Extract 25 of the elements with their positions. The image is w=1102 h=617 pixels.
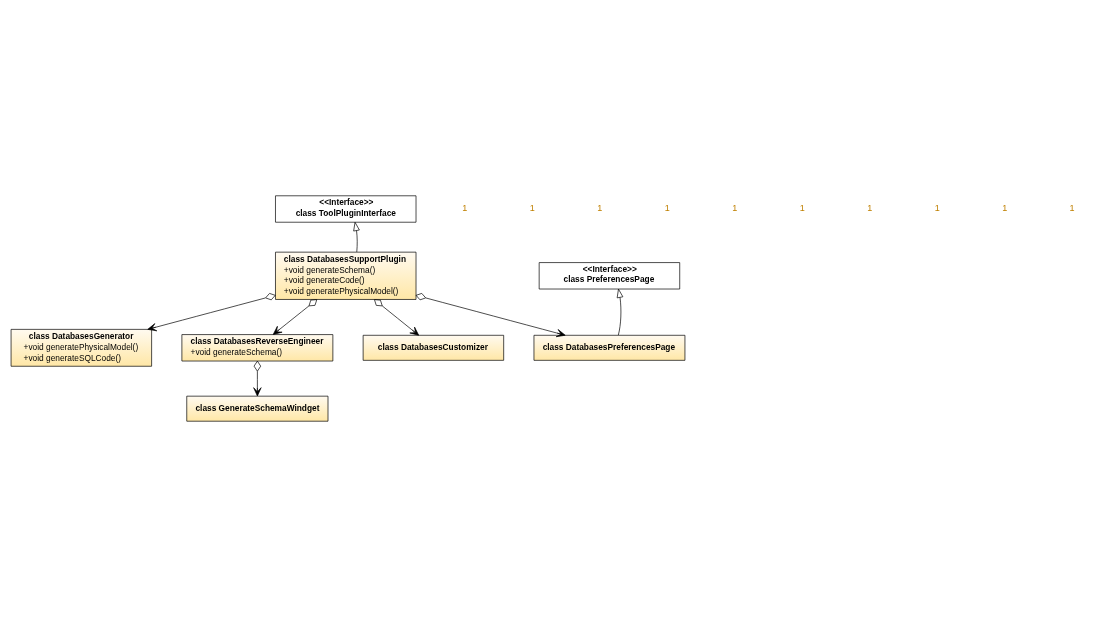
arrow	[415, 293, 566, 338]
label: 1	[934, 203, 940, 214]
label: 1	[462, 203, 468, 214]
label: 1	[799, 203, 805, 214]
node-box: class DatabasesCustomizer	[362, 334, 505, 361]
node-box: <<Interface>> class PreferencesPage	[538, 262, 681, 290]
node-box: class DatabasesReverseEngineer +void generateSchema()	[181, 334, 334, 362]
label: 1	[1002, 203, 1008, 214]
node-box: class GenerateSchemaWindget	[186, 395, 329, 422]
arrow	[374, 299, 420, 336]
arrow	[272, 299, 318, 335]
label: 1	[732, 203, 738, 214]
arrow	[147, 293, 276, 332]
arrow	[353, 221, 360, 253]
label: 1	[867, 203, 873, 214]
arrow	[253, 360, 262, 397]
label: 1	[664, 203, 670, 214]
label: 1	[529, 203, 535, 214]
arrow	[616, 288, 624, 336]
label: 1	[1069, 203, 1075, 214]
node-box: class DatabasesSupportPlugin +void generateSchema() +void generateCode() +void generatePhysicalModel()	[275, 251, 417, 300]
node-box: <<Interface>> class ToolPluginInterface	[275, 195, 417, 223]
node-box: class DatabasesPreferencesPage	[533, 334, 686, 361]
label: 1	[597, 203, 603, 214]
node-box: class DatabasesGenerator +void generatePhysicalModel() +void generateSQLCode()	[10, 329, 152, 367]
